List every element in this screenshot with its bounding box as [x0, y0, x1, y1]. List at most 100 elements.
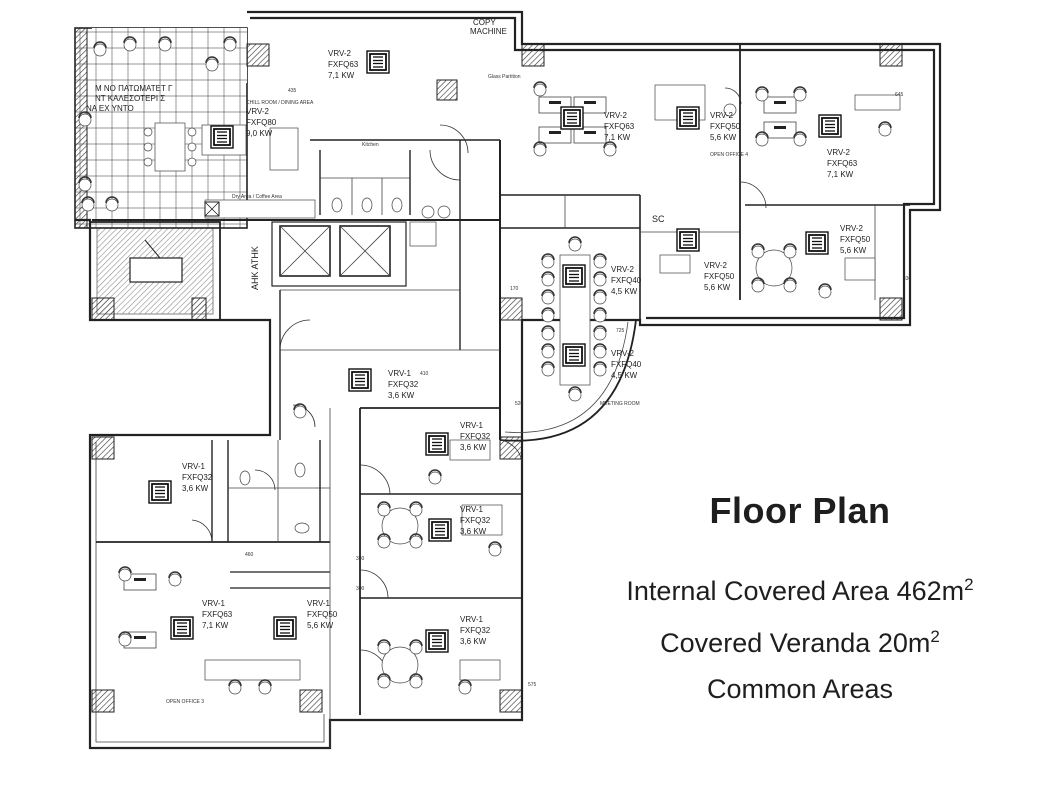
stairwell — [89, 221, 221, 321]
veranda-area-line: Covered Veranda 20m2 — [560, 622, 1040, 674]
floor-plan-legend: Floor Plan Internal Covered Area 462m2 C… — [560, 490, 1040, 726]
ac-model: VRV-1 — [388, 369, 412, 378]
dimension-725: 725 — [616, 328, 625, 334]
ac-power: 4,5 KW — [611, 287, 638, 296]
ac-type: FXFQ63 — [328, 60, 359, 69]
ac-model: VRV-1 — [307, 599, 331, 608]
ac-model: VRV-2 — [604, 111, 628, 120]
meeting-table — [541, 236, 607, 402]
ac-power: 3,6 KW — [460, 637, 487, 646]
ac-type: FXFQ40 — [611, 360, 642, 369]
room-label-open-office-3: OPEN OFFICE 3 — [166, 699, 204, 705]
room-label-dry-area: Dry Area / Coffee Area — [232, 194, 282, 200]
ac-model: VRV-1 — [460, 615, 484, 624]
exterior-walls — [75, 10, 942, 750]
ac-model: VRV-2 — [840, 224, 864, 233]
wc-fixtures — [239, 197, 403, 534]
internal-area-sup: 2 — [964, 575, 974, 594]
ac-unit-6: VRV-2 FXFQ50 5,6 KW — [676, 228, 735, 292]
dimension-170: 170 — [510, 286, 519, 292]
ac-model: VRV-1 — [460, 421, 484, 430]
room-label-glass-partition: Glass Partition — [488, 74, 521, 80]
ac-model: VRV-1 — [182, 462, 206, 471]
ac-unit-2: VRV-2 FXFQ80 9,0 KW — [210, 107, 277, 149]
ac-unit-16: VRV-1 FXFQ50 5,6 KW — [273, 599, 338, 640]
dimension-645: 645 — [895, 92, 904, 98]
ac-unit-icon — [676, 106, 700, 130]
ac-power: 9,0 KW — [246, 129, 273, 138]
ac-unit-icon — [348, 368, 372, 392]
ac-unit-8: VRV-2 FXFQ50 5,6 KW — [805, 224, 871, 255]
ac-type: FXFQ80 — [246, 118, 277, 127]
ac-model: VRV-2 — [704, 261, 728, 270]
veranda-area-sup: 2 — [930, 627, 940, 646]
ac-unit-9: VRV-2 FXFQ40 4,5 KW — [562, 343, 642, 380]
ac-unit-7: VRV-2 FXFQ40 4,5 KW — [562, 264, 642, 296]
ac-unit-icon — [366, 50, 390, 74]
internal-area-text: Internal Covered Area 462m — [626, 576, 965, 606]
ac-unit-icon — [562, 343, 586, 367]
ac-power: 7,1 KW — [827, 170, 854, 179]
ac-unit-15: VRV-1 FXFQ63 7,1 KW — [170, 599, 233, 640]
ac-model: VRV-1 — [202, 599, 226, 608]
ac-power: 5,6 KW — [704, 283, 731, 292]
ac-type: FXFQ32 — [182, 473, 213, 482]
dimension-460: 460 — [245, 552, 254, 558]
dimension-435: 435 — [288, 88, 297, 94]
ac-unit-icon — [428, 518, 452, 542]
lift-shafts: ΑΗΚ ΑΤΗΚ — [250, 221, 407, 290]
kitchen-counter — [204, 199, 451, 219]
interior-walls — [92, 44, 910, 748]
ac-unit-icon — [148, 480, 172, 504]
ac-unit-icon — [425, 629, 449, 653]
ac-power: 5,6 KW — [840, 246, 867, 255]
structural-columns — [91, 43, 903, 713]
meeting-room-curve — [499, 319, 637, 442]
ac-type: FXFQ40 — [611, 276, 642, 285]
internal-area-line: Internal Covered Area 462m2 — [560, 570, 1040, 622]
ac-model: VRV-2 — [611, 265, 635, 274]
room-label-meeting-room: MEETING ROOM — [600, 401, 640, 407]
ac-unit-icon — [425, 432, 449, 456]
doors — [191, 87, 767, 679]
ac-type: FXFQ50 — [840, 235, 871, 244]
ac-power: 5,6 KW — [710, 133, 737, 142]
dimension-380: 380 — [356, 556, 365, 562]
ac-unit-4: VRV-2 FXFQ50 5,6 KW — [676, 106, 741, 142]
room-label-sc: SC — [652, 214, 665, 224]
ac-power: 3,6 KW — [460, 443, 487, 452]
ac-unit-3: VRV-2 FXFQ63 7,1 KW — [560, 106, 635, 142]
ac-unit-icon — [170, 616, 194, 640]
common-areas-line: Common Areas — [706, 674, 894, 704]
veranda-text-3: ΝΑ ΕΧ ΥΝΤΟ — [86, 104, 134, 113]
ac-unit-12: VRV-1 FXFQ32 3,6 KW — [148, 462, 213, 504]
ac-type: FXFQ32 — [388, 380, 419, 389]
room-label-copy-machine: MACHINE — [470, 27, 507, 36]
ac-model: VRV-2 — [827, 148, 851, 157]
ac-unit-icon — [805, 231, 829, 255]
ac-power: 3,6 KW — [182, 484, 209, 493]
ac-type: FXFQ50 — [710, 122, 741, 131]
dimension-410: 410 — [420, 371, 429, 377]
ac-type: FXFQ32 — [460, 432, 491, 441]
ac-unit-icon — [560, 106, 584, 130]
veranda-text-2: ΝΤ ΚΑΛΕΣΟΤΕΡΙ Σ — [95, 94, 165, 103]
ac-power: 7,1 KW — [202, 621, 229, 630]
ac-model: VRV-2 — [611, 349, 635, 358]
room-label-kitchen: Kitchen — [362, 142, 379, 148]
ac-type: FXFQ50 — [704, 272, 735, 281]
ac-unit-14: VRV-1 FXFQ32 3,6 KW — [425, 615, 491, 653]
ac-unit-1: VRV-2 FXFQ63 7,1 KW — [328, 49, 390, 80]
ac-unit-5: VRV-2 FXFQ63 7,1 KW — [818, 114, 858, 179]
lift-label: ΑΗΚ ΑΤΗΚ — [250, 246, 260, 290]
ac-type: FXFQ63 — [827, 159, 858, 168]
ac-type: FXFQ50 — [307, 610, 338, 619]
ac-model: VRV-2 — [328, 49, 352, 58]
floor-plan-title: Floor Plan — [709, 490, 891, 531]
ac-unit-13: VRV-1 FXFQ32 3,6 KW — [428, 505, 491, 542]
ac-type: FXFQ63 — [202, 610, 233, 619]
dimension-300: 300 — [356, 586, 365, 592]
office-desks — [118, 81, 901, 695]
ac-unit-icon — [210, 125, 234, 149]
